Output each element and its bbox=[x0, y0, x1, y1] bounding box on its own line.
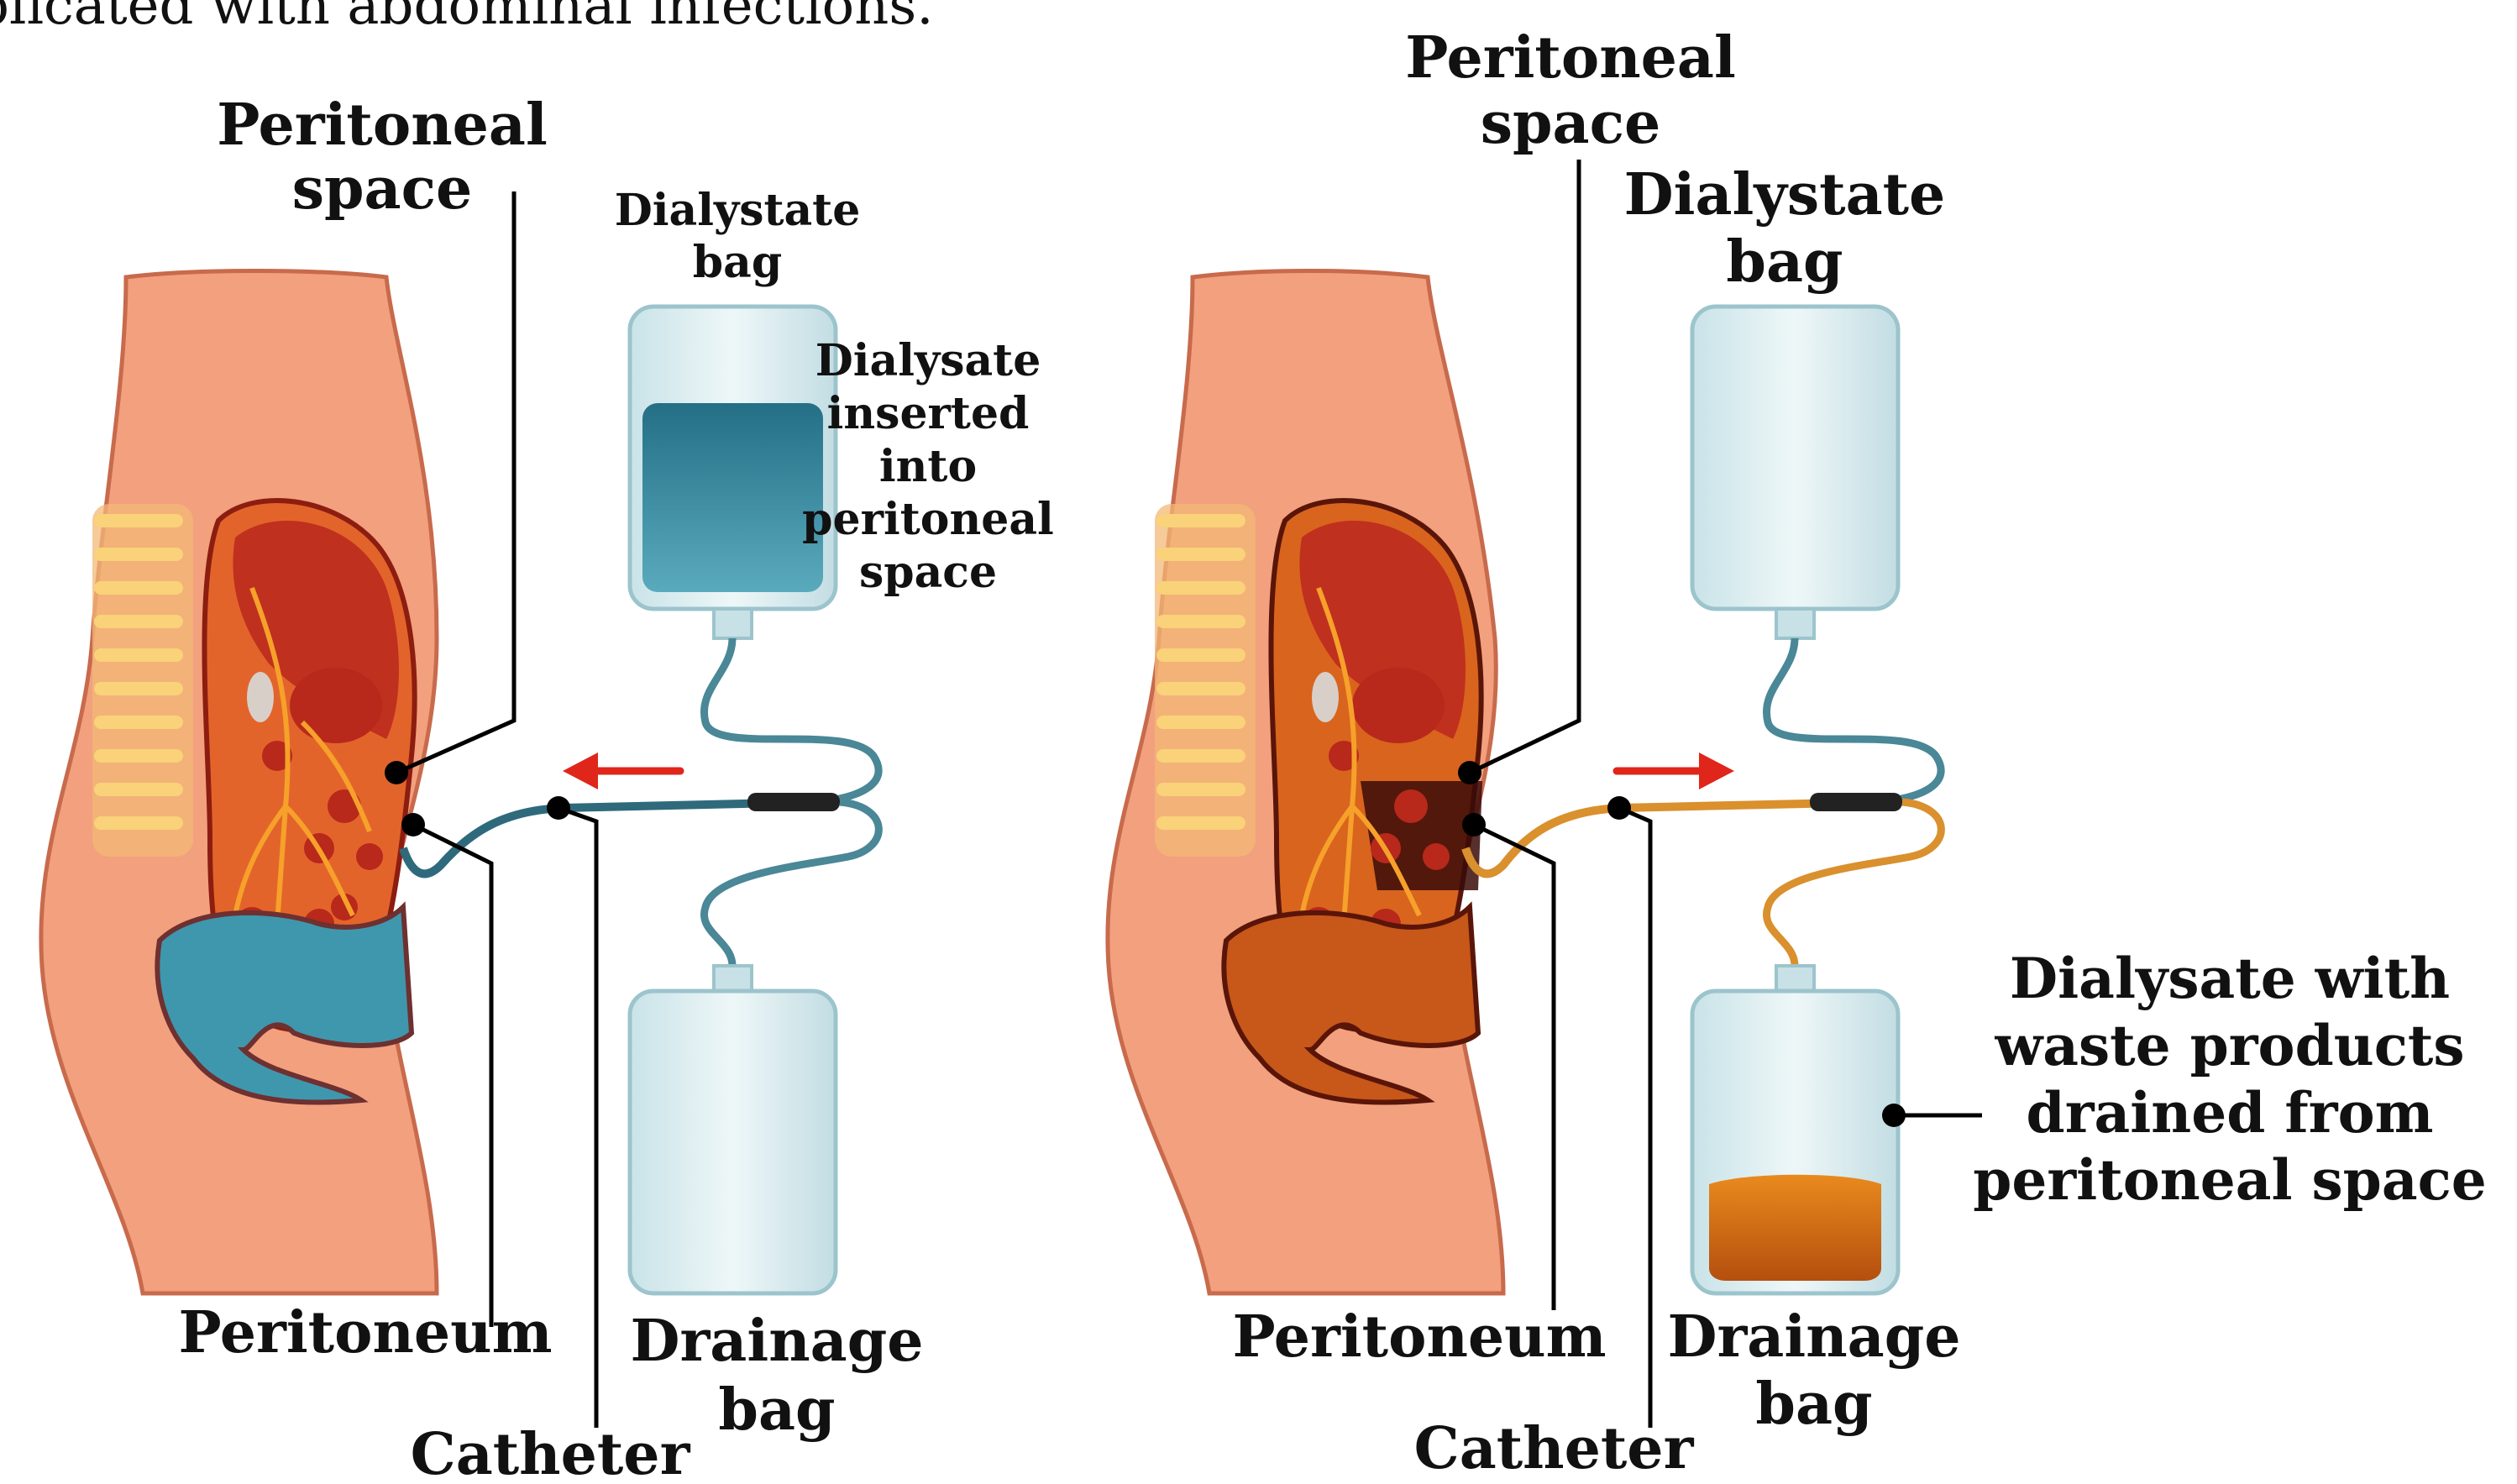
tube-connector-left bbox=[747, 793, 840, 811]
spine-right bbox=[1155, 504, 1256, 857]
label-waste-4: peritoneal space bbox=[1973, 1147, 2487, 1213]
tube-lower-left bbox=[704, 802, 878, 966]
label-waste-3: drained from bbox=[2027, 1080, 2434, 1146]
kidney-left bbox=[290, 668, 382, 743]
right-panel: Peritoneal space Dialystate bag Dialysat… bbox=[1108, 24, 2487, 1480]
tube-upper-right bbox=[1766, 638, 1941, 802]
label-dialystate-bag-left-2: bag bbox=[693, 237, 782, 288]
label-drainage-bag-right-2: bag bbox=[1755, 1371, 1872, 1438]
dialystate-bag-left bbox=[630, 307, 836, 638]
label-dialysate-inserted-4: peritoneal bbox=[802, 494, 1054, 545]
label-drainage-bag-left-1: Drainage bbox=[631, 1308, 924, 1375]
label-catheter-left: Catheter bbox=[411, 1421, 691, 1480]
arrow-right-icon bbox=[1617, 752, 1734, 789]
header-text-fragment: plicated with abdominal infections. bbox=[0, 0, 934, 37]
label-waste-1: Dialysate with bbox=[2010, 946, 2450, 1011]
label-dialysate-inserted-3: into bbox=[879, 441, 977, 492]
left-panel: Peritoneal space Dialystate bag Dialysat… bbox=[41, 92, 1054, 1480]
label-dialystate-bag-right-1: Dialystate bbox=[1624, 161, 1946, 228]
label-waste-2: waste products bbox=[1994, 1013, 2464, 1078]
label-peritoneal-space-right-2: space bbox=[1481, 90, 1661, 157]
label-catheter-right: Catheter bbox=[1414, 1415, 1695, 1480]
tube-connector-right bbox=[1810, 793, 1902, 811]
label-peritoneum-left: Peritoneum bbox=[178, 1299, 552, 1366]
catheter-tube-left bbox=[403, 802, 815, 873]
dialystate-bag-right bbox=[1692, 307, 1898, 638]
drainage-bag-left bbox=[630, 966, 836, 1293]
drainage-bag-right bbox=[1692, 966, 1898, 1293]
label-dialysate-inserted-2: inserted bbox=[827, 388, 1030, 439]
label-peritoneal-space-left-1: Peritoneal bbox=[217, 92, 548, 159]
label-drainage-bag-right-1: Drainage bbox=[1668, 1303, 1961, 1371]
tube-upper-left bbox=[704, 638, 878, 802]
spine-left bbox=[92, 504, 193, 857]
label-dialysate-inserted-5: space bbox=[859, 547, 997, 598]
arrow-left-icon bbox=[563, 752, 680, 789]
label-dialystate-bag-left-1: Dialystate bbox=[615, 185, 861, 236]
stomach-spot-left bbox=[247, 672, 274, 722]
label-dialystate-bag-right-2: bag bbox=[1726, 228, 1843, 296]
label-dialysate-inserted-1: Dialysate bbox=[815, 335, 1041, 386]
catheter-tube-right bbox=[1466, 802, 1877, 873]
label-peritoneal-space-right-1: Peritoneal bbox=[1405, 24, 1736, 92]
stomach-spot-right bbox=[1312, 672, 1339, 722]
label-drainage-bag-left-2: bag bbox=[718, 1377, 835, 1444]
kidney-right bbox=[1352, 668, 1445, 743]
label-peritoneal-space-left-2: space bbox=[292, 155, 473, 223]
label-peritoneum-right: Peritoneum bbox=[1232, 1303, 1606, 1371]
